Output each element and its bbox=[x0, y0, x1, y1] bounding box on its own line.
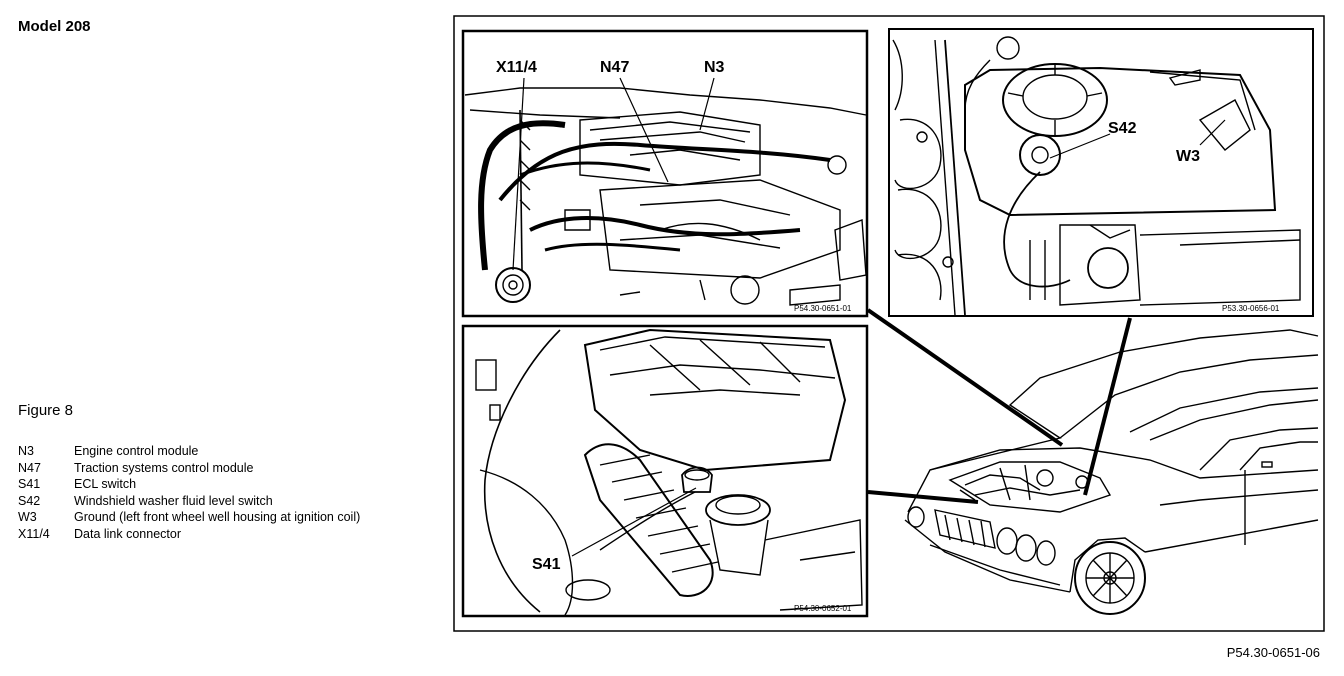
legend-code: W3 bbox=[18, 510, 37, 525]
legend-desc: Windshield washer fluid level switch bbox=[74, 493, 273, 508]
legend-item: X11/4 Data link connector bbox=[18, 526, 360, 543]
legend-item: S42 Windshield washer fluid level switch bbox=[18, 493, 360, 510]
legend-code: X11/4 bbox=[18, 526, 50, 541]
diagram-frame bbox=[453, 15, 1325, 632]
callout-s42: S42 bbox=[1108, 120, 1137, 137]
legend-item: N3 Engine control module bbox=[18, 443, 360, 460]
legend-item: W3 Ground (left front wheel well housing… bbox=[18, 509, 360, 526]
legend-desc: Engine control module bbox=[74, 444, 199, 458]
legend-desc: Traction systems control module bbox=[74, 460, 254, 475]
engine-panel-ref: P54.30-0651-01 bbox=[794, 304, 852, 313]
legend-desc: Ground (left front wheel well housing at… bbox=[74, 510, 361, 525]
legend-code: N3 bbox=[18, 444, 34, 458]
callout-w3: W3 bbox=[1176, 148, 1200, 165]
legend-code: S42 bbox=[18, 493, 41, 508]
washer-panel bbox=[888, 28, 1314, 317]
callout-n3: N3 bbox=[704, 59, 725, 76]
washer-callout-lines bbox=[1049, 119, 1226, 159]
legend: N3 Engine control module N47 Traction sy… bbox=[18, 443, 360, 543]
callout-s41: S41 bbox=[532, 556, 561, 573]
figure-title: Figure 8 bbox=[18, 402, 74, 419]
callout-n47: N47 bbox=[600, 59, 629, 76]
airbox-panel-ref: P54.30-0652-01 bbox=[794, 604, 852, 613]
washer-panel-ref: P53.30-0656-01 bbox=[1222, 304, 1280, 313]
car-illustration bbox=[904, 329, 1319, 615]
callout-x11-4: X11/4 bbox=[496, 59, 537, 76]
legend-code: N47 bbox=[18, 460, 41, 475]
leader-lines bbox=[866, 308, 1132, 504]
model-title: Model 208 bbox=[18, 18, 91, 35]
engine-panel bbox=[461, 29, 869, 318]
engine-callout-lines bbox=[512, 77, 715, 271]
legend-desc: ECL switch bbox=[74, 477, 137, 492]
legend-item: S41 ECL switch bbox=[18, 476, 360, 493]
figure-reference: P54.30-0651-06 bbox=[1226, 645, 1320, 660]
washer-drawing bbox=[892, 36, 1301, 316]
airbox-callout-lines bbox=[571, 487, 697, 557]
airbox-panel bbox=[461, 324, 869, 618]
legend-desc: Data link connector bbox=[74, 526, 182, 541]
engine-drawing bbox=[464, 87, 867, 306]
airbox-drawing bbox=[475, 328, 863, 616]
legend-code: S41 bbox=[18, 477, 41, 492]
legend-item: N47 Traction systems control module bbox=[18, 460, 360, 477]
